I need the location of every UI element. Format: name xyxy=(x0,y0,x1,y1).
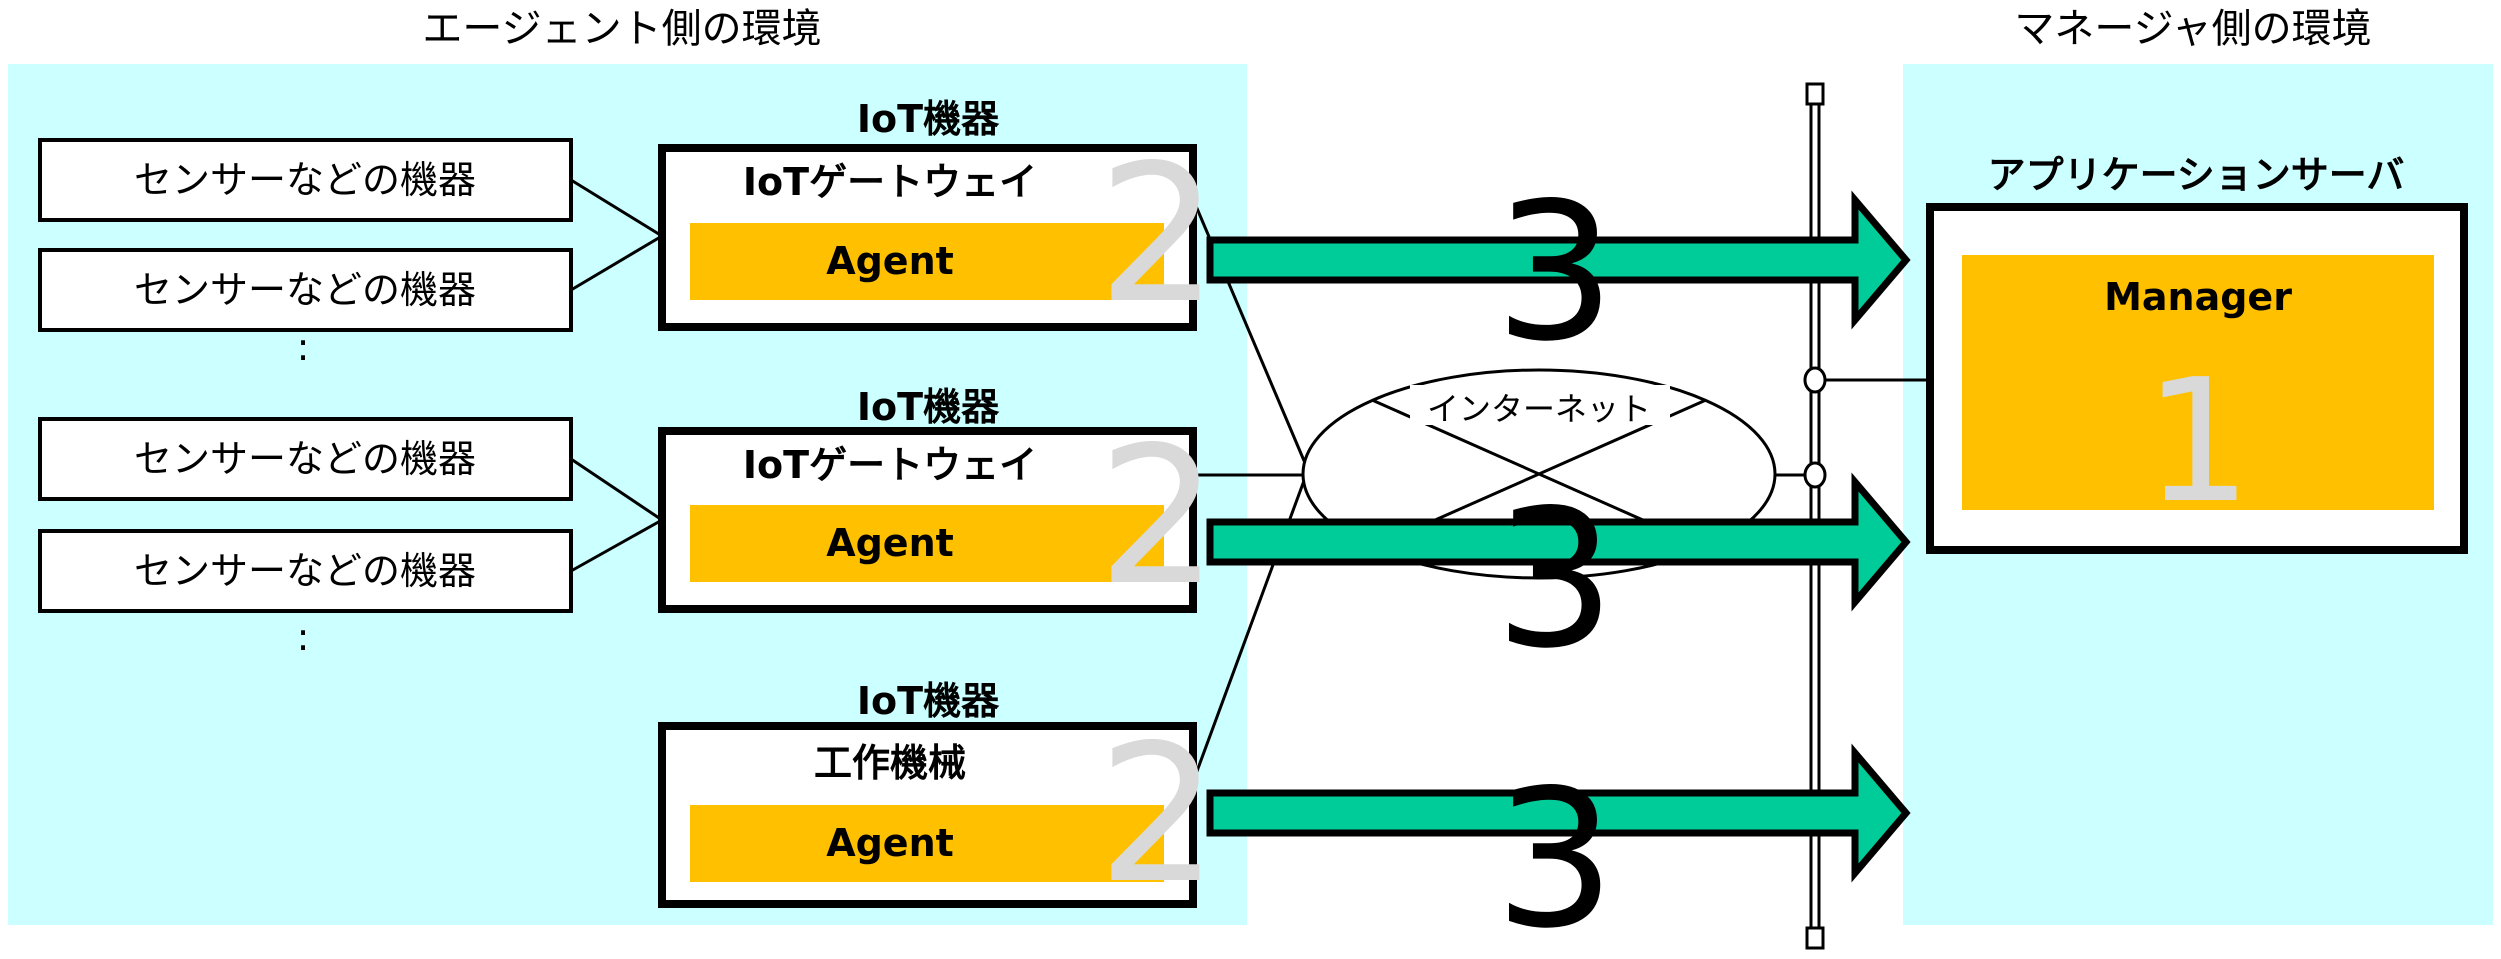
agent-env-title: エージェント側の環境 xyxy=(422,6,821,52)
agent-block xyxy=(690,223,1164,300)
agent-block xyxy=(690,505,1164,582)
iot-device-name: IoTゲートウェイ xyxy=(743,443,1037,487)
internet-label: インターネット xyxy=(1427,390,1651,428)
manager-env-title: マネージャ側の環境 xyxy=(2014,6,2371,52)
iot-device-1: IoT機器 2 IoTゲートウェイ Agent xyxy=(658,97,1219,345)
server-title: アプリケーションサーバ xyxy=(1988,153,2405,197)
sensor-device-4: センサーなどの機器 xyxy=(38,529,573,613)
sensor-links xyxy=(570,178,663,573)
arrow-3 xyxy=(1206,743,1911,883)
step-number: 2 xyxy=(1098,124,1219,345)
step-number: 2 xyxy=(1098,406,1219,627)
step-number-3: 3 xyxy=(1495,749,1616,959)
agent-label: Agent xyxy=(826,239,954,283)
manager-label: Manager xyxy=(2104,275,2292,319)
sensor-device-2: センサーなどの機器 xyxy=(38,248,573,332)
sensor-label: センサーなどの機器 xyxy=(134,437,476,481)
sensor-device-3: センサーなどの機器 xyxy=(38,417,573,501)
agent-block xyxy=(690,805,1164,882)
iot-category-label: IoT機器 xyxy=(857,385,1000,429)
iot-category-label: IoT機器 xyxy=(857,679,1000,723)
manager-block xyxy=(1962,255,2434,510)
step-number: 2 xyxy=(1098,704,1219,925)
arrow-2 xyxy=(1206,472,1911,612)
arrow-1 xyxy=(1206,190,1911,330)
step-number-3: 3 xyxy=(1495,162,1616,383)
iot-category-label: IoT機器 xyxy=(857,97,1000,141)
sensor-label: センサーなどの機器 xyxy=(134,158,476,202)
application-server: アプリケーションサーバ Manager 1 xyxy=(1926,153,2468,554)
step-number-3: 3 xyxy=(1495,469,1616,690)
agent-label: Agent xyxy=(826,821,954,865)
step-number: 1 xyxy=(2144,343,2252,541)
iot-device-3: IoT機器 2 工作機械 Agent xyxy=(658,679,1219,925)
iot-device-name: IoTゲートウェイ xyxy=(743,160,1037,204)
agent-label: Agent xyxy=(826,521,954,565)
sensor-label: センサーなどの機器 xyxy=(134,549,476,593)
sensor-device-1: センサーなどの機器 xyxy=(38,138,573,222)
iot-device-name: 工作機械 xyxy=(814,741,966,785)
ellipsis: : xyxy=(297,615,310,659)
ellipsis: : xyxy=(297,325,310,369)
sensor-label: センサーなどの機器 xyxy=(134,268,476,312)
iot-device-2: IoT機器 2 IoTゲートウェイ Agent xyxy=(658,385,1219,627)
